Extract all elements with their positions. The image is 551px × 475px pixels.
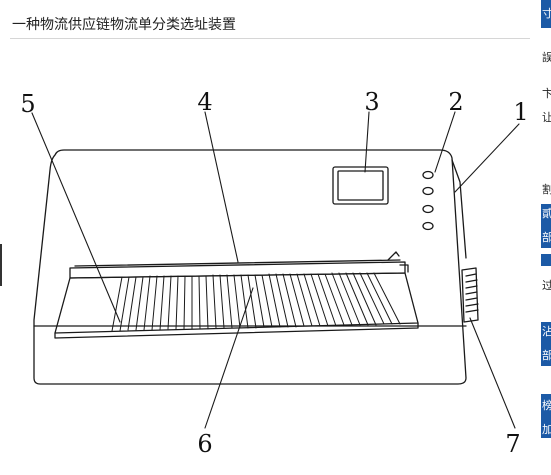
leader-lines — [31, 111, 520, 429]
page-title: 一种物流供应链物流单分类选址装置 — [12, 17, 236, 33]
callout-label-5: 5 — [20, 90, 35, 118]
callout-label-4: 4 — [197, 88, 212, 116]
sidebar-fragment: 让 — [542, 111, 551, 124]
title-divider — [10, 38, 530, 39]
callout-label-3: 3 — [364, 88, 379, 116]
device-body-outline — [33, 149, 467, 385]
sidebar-fragment: 割 — [542, 183, 551, 196]
sidebar-fragment: 过 — [542, 279, 551, 292]
callout-label-2: 2 — [448, 88, 463, 116]
sidebar-fragment: 榜 — [542, 399, 551, 412]
control-button-3 — [422, 204, 434, 214]
display-screen — [332, 166, 389, 205]
left-edge-marker — [0, 244, 2, 286]
right-sidebar-edge: 寸 誤 卞 让 割 貳 部 过 沾 部 榜 加 — [541, 0, 551, 475]
sorting-tray — [54, 272, 419, 334]
device-right-side — [451, 159, 467, 259]
side-knob — [461, 267, 479, 323]
control-button-1 — [422, 170, 434, 180]
sidebar-fragment: 沾 — [542, 325, 551, 338]
tray-ribs — [111, 272, 401, 332]
sidebar-fragment: 卞 — [542, 87, 551, 100]
sidebar-fragment: 加 — [542, 423, 551, 436]
control-button-4 — [422, 221, 434, 231]
sidebar-fragment: 貳 — [542, 207, 551, 220]
sidebar-fragment: 誤 — [542, 51, 551, 64]
callout-label-7: 7 — [505, 430, 520, 458]
callout-label-6: 6 — [197, 430, 212, 458]
sidebar-fragment: 部 — [542, 231, 551, 244]
sidebar-fragment: 部 — [542, 349, 551, 362]
callout-label-1: 1 — [513, 98, 528, 126]
control-button-2 — [422, 186, 434, 196]
sidebar-fragment: 寸 — [542, 7, 551, 20]
